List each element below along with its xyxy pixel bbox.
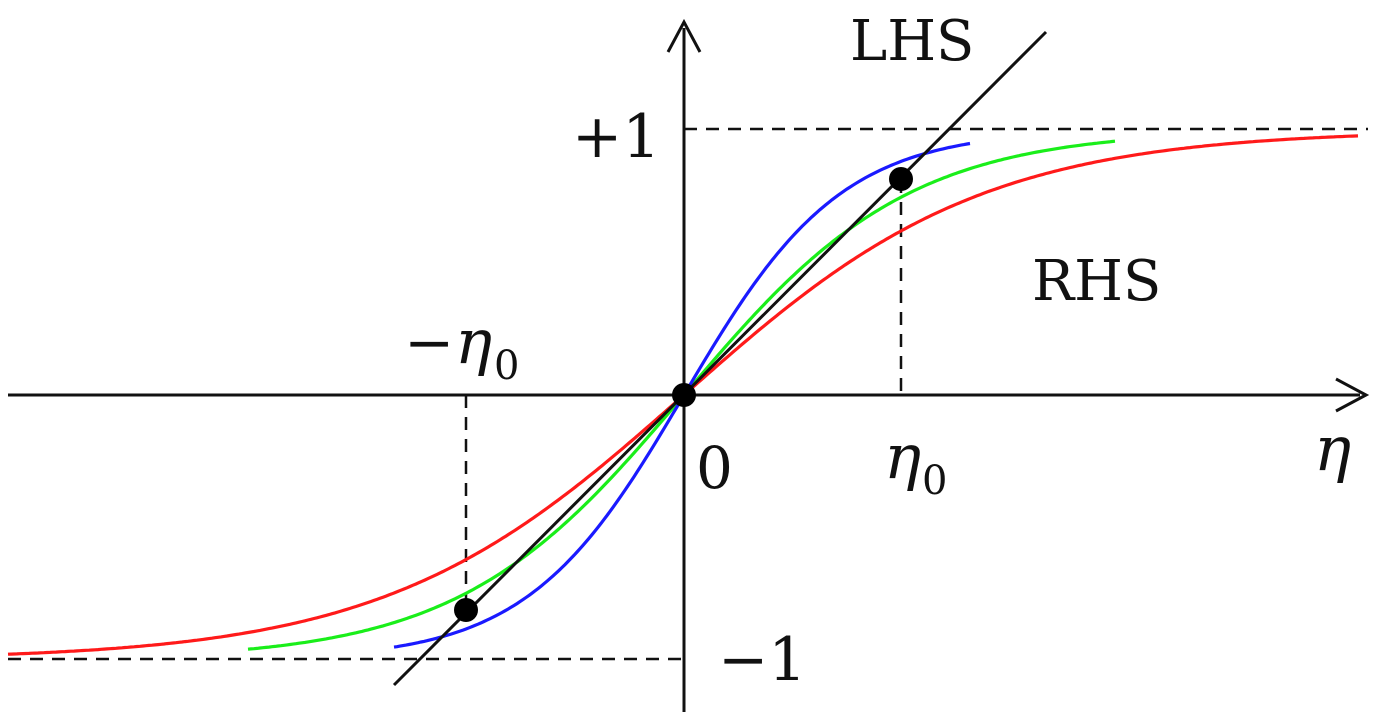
lhs-label: LHS	[850, 9, 974, 74]
rhs-label: RHS	[1032, 249, 1161, 314]
plus-one-label: +1	[572, 102, 660, 172]
neg-eta0-marker	[454, 598, 478, 622]
intersection-markers	[454, 167, 913, 622]
lhs-line	[392, 30, 1048, 687]
origin-marker	[672, 383, 696, 407]
eta-axis-label: η	[1314, 412, 1351, 485]
neg-eta0-subscript: 0	[494, 343, 519, 389]
axes	[8, 18, 1370, 712]
neg-eta0-sign: −	[404, 308, 454, 378]
x-axis-arrowhead	[1335, 377, 1370, 413]
eta0-label: η	[884, 420, 921, 493]
eta0-subscript: 0	[922, 458, 947, 504]
origin-label: 0	[696, 434, 733, 502]
neg-eta0-label: η	[455, 305, 492, 378]
reference-lines	[8, 127, 1368, 661]
y-axis-arrowhead	[666, 18, 702, 53]
eta0-marker	[889, 167, 913, 191]
minus-one-label: −1	[718, 625, 806, 695]
